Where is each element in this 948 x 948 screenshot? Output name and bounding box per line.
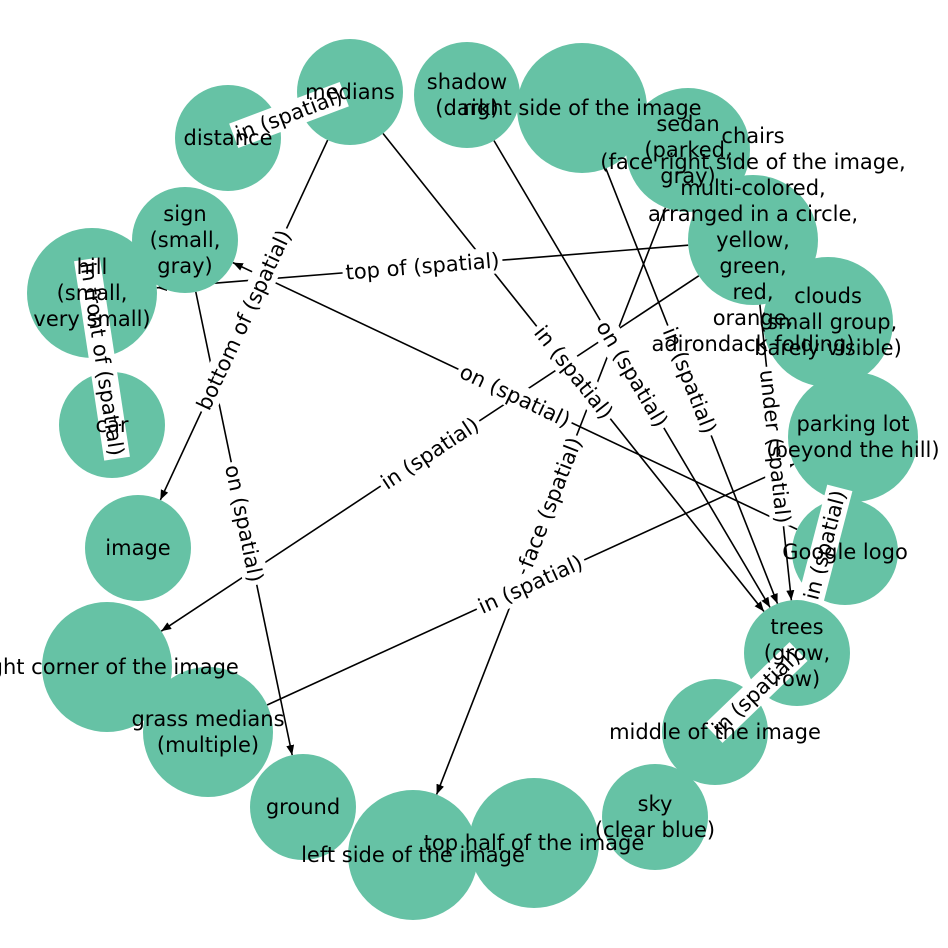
node-shadow [414, 42, 520, 148]
node-circle [469, 778, 599, 908]
node-label-right-corner: right corner of the image [0, 655, 239, 679]
node-circle [517, 43, 647, 173]
edge-label-background [471, 548, 590, 621]
node-circle [688, 175, 818, 305]
node-circle [250, 754, 356, 860]
edge-label-background [218, 459, 270, 588]
nodes-layer [27, 39, 918, 920]
node-label-ground: ground [266, 795, 340, 819]
edge-label-background [655, 320, 724, 441]
node-circle [763, 257, 893, 387]
node-label-left-side: left side of the image [301, 843, 525, 867]
node-label-chairs: green, [719, 254, 786, 278]
node-label-chairs: adirondack folding) [651, 332, 854, 356]
node-clouds [763, 257, 893, 387]
node-circle [414, 42, 520, 148]
edge-label-background [512, 430, 589, 575]
node-circle [42, 602, 172, 732]
node-distance [175, 85, 281, 191]
edge-label-background [373, 410, 487, 497]
node-left-side [348, 790, 478, 920]
node-label-chairs: yellow, [716, 228, 790, 252]
edge-label-background [704, 642, 808, 743]
node-parking-lot [788, 372, 918, 502]
edge-label-background [74, 257, 130, 461]
node-label-shadow: shadow [427, 70, 507, 94]
node-sky [602, 764, 708, 870]
node-label-medians: medians [305, 80, 395, 104]
node-label-chairs: arranged in a circle, [648, 202, 858, 226]
node-label-sign: sign [163, 202, 206, 226]
edge-label-background [341, 247, 504, 286]
edge-label-background [526, 318, 621, 427]
node-label-sky: (clear blue) [595, 818, 715, 842]
node-label-trees: trees [770, 615, 823, 639]
edge-label-background [588, 313, 676, 435]
node-sign [132, 187, 238, 293]
node-label-trees: (grow, [764, 641, 830, 665]
node-label-image: image [105, 536, 170, 560]
node-label-sky: sky [638, 792, 673, 816]
node-label-chairs: red, [732, 280, 773, 304]
node-label-distance: distance [184, 126, 273, 150]
edge-label-background [229, 81, 349, 149]
node-label-chairs: chairs [721, 124, 784, 148]
edge-label-group: on (spatial) [218, 459, 270, 588]
node-circle [85, 495, 191, 601]
edge-label-background [753, 365, 797, 528]
node-label-right-side: right side of the image [462, 96, 701, 120]
node-medians [297, 39, 403, 145]
node-image [85, 495, 191, 601]
node-label-shadow: (dark) [435, 96, 498, 120]
edge-label-background [189, 223, 299, 417]
node-label-sedan: (parked, [644, 138, 731, 162]
node-label-top-half: top half of the image [424, 831, 645, 855]
node-circle [297, 39, 403, 145]
node-circle [175, 85, 281, 191]
node-grass-medians [143, 667, 273, 797]
node-circle [602, 764, 708, 870]
node-label-sedan: gray) [660, 164, 715, 188]
edge-label-group: top of (spatial) [341, 247, 504, 286]
node-label-car: car [95, 413, 128, 437]
node-label-google-logo: Google logo [782, 540, 908, 564]
node-label-parking-lot: parking lot [796, 412, 909, 436]
node-circle [626, 88, 750, 212]
node-chairs [688, 175, 818, 305]
node-circle [788, 372, 918, 502]
edge-label-background [452, 357, 578, 435]
node-label-clouds: clouds [794, 284, 862, 308]
edge-label: on (spatial) [220, 463, 268, 585]
node-right-corner [42, 602, 172, 732]
node-label-grass-medians: grass medians [131, 707, 284, 731]
node-label-sign: gray) [157, 254, 212, 278]
node-label-trees: row) [774, 667, 820, 691]
node-right-side [517, 43, 647, 173]
node-label-sedan: sedan [656, 112, 719, 136]
node-label-clouds: (small group, [759, 310, 897, 334]
node-sedan [626, 88, 750, 212]
node-label-grass-medians: (multiple) [157, 733, 259, 757]
node-circle [132, 187, 238, 293]
node-label-hill: very small) [33, 307, 150, 331]
node-label-chairs: orange, [713, 306, 794, 330]
node-ground [250, 754, 356, 860]
edge-label-group: in (spatial) [373, 410, 487, 497]
node-label-hill: (small, [57, 281, 128, 305]
node-label-chairs: (face right side of the image, [600, 150, 905, 174]
edge-label-background [797, 484, 853, 606]
node-label-sign: (small, [150, 228, 221, 252]
node-circle [143, 667, 273, 797]
edge-label: in (spatial) [377, 413, 484, 495]
node-circle [348, 790, 478, 920]
node-label-clouds: barely visible) [754, 336, 902, 360]
node-label-parking-lot: (beyond the hill) [766, 438, 939, 462]
node-label-hill: hill [77, 255, 108, 279]
node-label-middle: middle of the image [609, 720, 821, 744]
node-top-half [469, 778, 599, 908]
node-label-chairs: multi-colored, [680, 176, 825, 200]
